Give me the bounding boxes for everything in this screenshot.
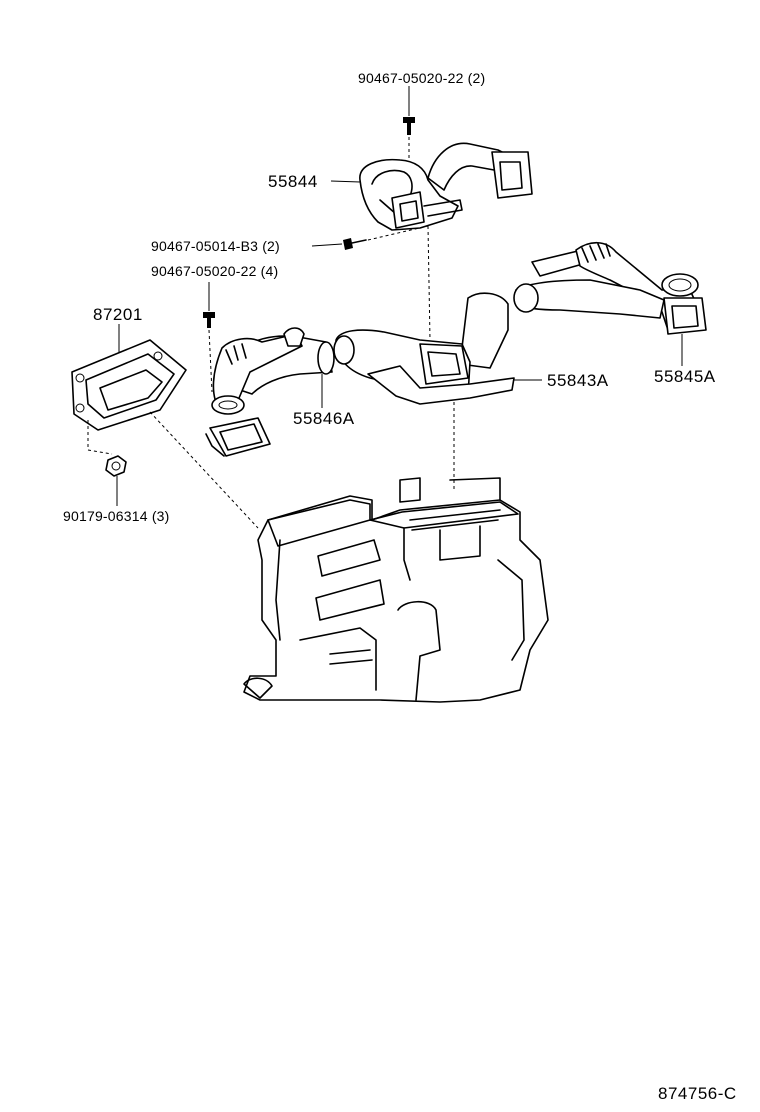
register-87201 [71,339,187,431]
screw-mid [343,238,367,250]
bolt-top [403,117,415,135]
part-label-bolt-top: 90467-05020-22 (2) [358,70,486,86]
duct-55843a [333,292,515,405]
diagram-id: 874756-C [658,1084,737,1103]
duct-55846a [205,327,335,457]
duct-55845a [513,241,707,335]
part-label-55844: 55844 [268,172,318,191]
part-label-nut: 90179-06314 (3) [63,508,170,524]
part-label-55843a: 55843A [547,371,609,390]
part-label-screw-mid: 90467-05014-B3 (2) [151,238,280,254]
screw-left [203,312,215,328]
part-label-55846a: 55846A [293,409,355,428]
duct-55844 [359,142,533,231]
part-label-55845a: 55845A [654,367,716,386]
part-label-screw-left: 90467-05020-22 (4) [151,263,279,279]
part-label-87201: 87201 [93,305,143,324]
heater-unit [243,477,549,703]
nut [105,455,127,477]
